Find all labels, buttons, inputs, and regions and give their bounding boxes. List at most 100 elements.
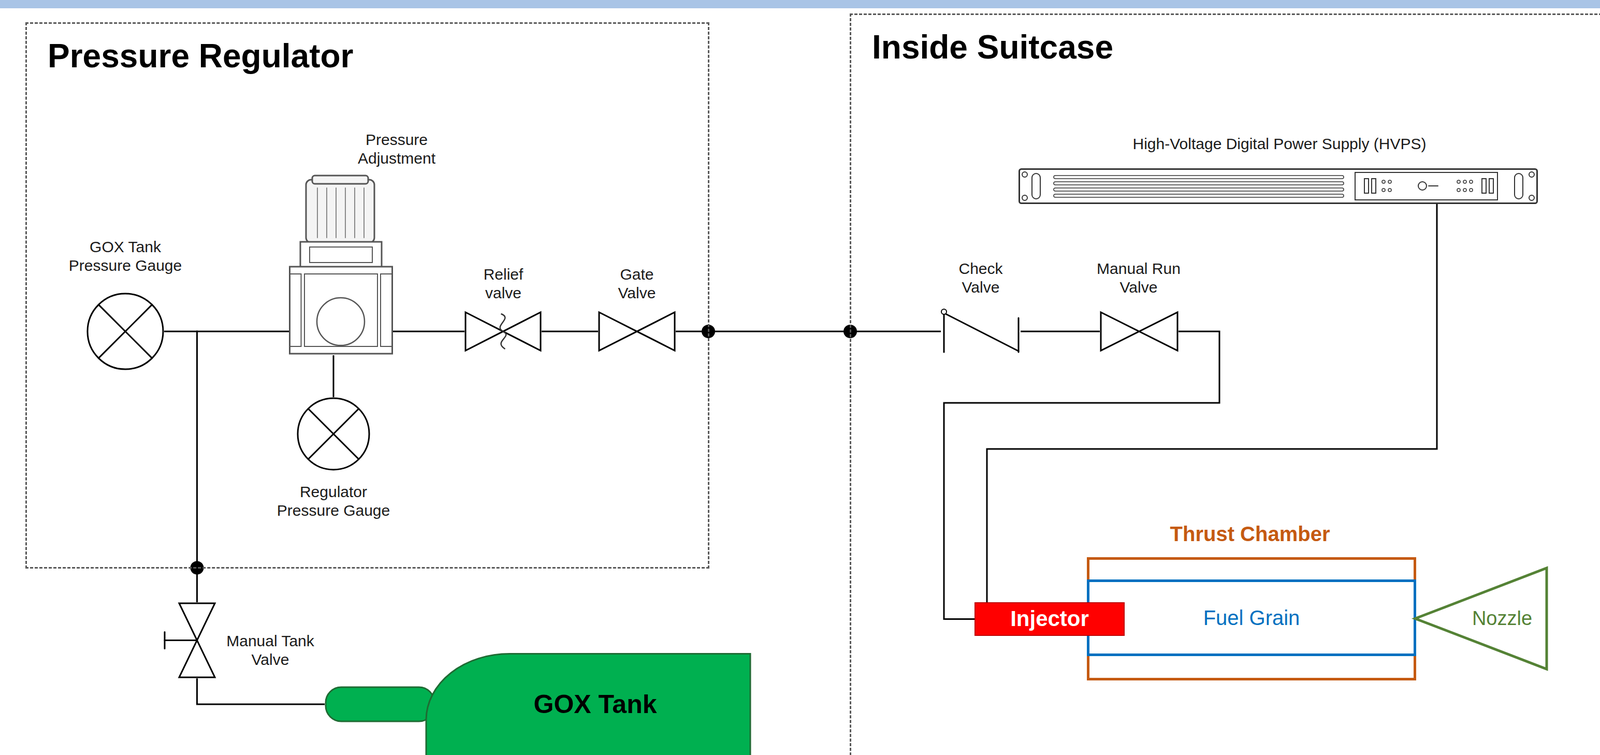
tank-neck	[325, 687, 435, 722]
pipe-line	[541, 330, 599, 333]
part-label: Gate Valve	[607, 265, 666, 303]
panel-indicator	[1489, 178, 1494, 194]
pipe-line	[1020, 330, 1100, 333]
relief-spring	[500, 313, 507, 349]
fuel-grain: Fuel Grain	[1086, 579, 1417, 657]
pipe-line	[164, 331, 198, 603]
knob-cap	[312, 175, 369, 184]
part-label: Relief valve	[474, 265, 533, 303]
pipe-line	[197, 678, 326, 705]
rack-screw	[1529, 195, 1535, 201]
knob-ridge	[316, 187, 318, 238]
panel-button	[1382, 188, 1386, 192]
part-name: GOX Tank	[533, 688, 657, 720]
regulator-body	[289, 266, 393, 354]
gauge-dial	[297, 398, 370, 470]
gate-valve-art	[598, 311, 676, 352]
region-title: Pressure Regulator	[47, 36, 354, 77]
panel-button	[1457, 188, 1461, 192]
part-label: Thrust Chamber	[1170, 521, 1331, 547]
rack-handle	[1514, 173, 1523, 199]
rack-screw	[1529, 171, 1535, 178]
panel-button	[1388, 180, 1392, 184]
pipe-line	[197, 331, 290, 603]
pressure-regulator-art	[288, 175, 394, 356]
part-label: GOX Tank Pressure Gauge	[64, 237, 187, 275]
pressure-gauge-art	[86, 292, 165, 371]
manual-tank-valve: Manual Tank Valve	[178, 602, 216, 679]
check-valve: Check Valve	[940, 307, 1021, 354]
part-label: High-Voltage Digital Power Supply (HVPS)	[1132, 134, 1427, 154]
nozzle-outline	[1415, 568, 1547, 669]
panel-button	[1457, 180, 1461, 184]
part-name: Injector	[1010, 605, 1089, 632]
part-name: Nozzle	[1472, 606, 1533, 631]
panel-button	[1382, 180, 1386, 184]
rack-panel	[1019, 169, 1538, 204]
part-label: Pressure Adjustment	[344, 130, 449, 168]
power-supply-art	[1018, 168, 1538, 205]
gox-tank: GOX Tank	[324, 652, 752, 755]
adjustment-knob	[306, 179, 375, 243]
top-band	[0, 0, 1600, 9]
rack-screw	[1022, 195, 1028, 201]
pressure-gauge: Regulator Pressure Gauge	[296, 397, 371, 471]
relief-valve: Relief valve	[464, 311, 542, 352]
gauge-dial	[87, 293, 164, 370]
bonnet-nut	[300, 241, 382, 268]
nozzle: Nozzle	[1413, 566, 1549, 671]
valve-handle	[164, 632, 166, 649]
valve-symbol	[1100, 312, 1178, 351]
knob-ridge	[344, 187, 346, 238]
pipe-line	[986, 204, 1437, 603]
pipe-line	[393, 330, 465, 333]
vent-slot	[1053, 175, 1344, 179]
vent-slot	[1053, 194, 1344, 198]
panel-button	[1469, 180, 1473, 184]
panel-indicator	[1481, 178, 1487, 194]
panel-knob	[1418, 181, 1427, 191]
bonnet-nut	[309, 246, 373, 263]
check-valve-art	[940, 307, 1021, 354]
part-name: Fuel Grain	[1203, 605, 1301, 631]
knob-ridge	[354, 187, 356, 238]
knob-ridge	[363, 187, 365, 238]
panel-button	[1469, 188, 1473, 192]
relief-valve-art	[464, 311, 542, 352]
pipe-line	[675, 330, 941, 333]
control-panel	[1355, 172, 1498, 200]
manual-tank-valve-art	[178, 602, 216, 679]
part-label: Regulator Pressure Gauge	[272, 482, 395, 520]
check-valve-seat	[1017, 317, 1020, 353]
panel-indicator	[1364, 178, 1369, 194]
gate-valve: Gate Valve	[598, 311, 676, 352]
pressure-regulator: Pressure Adjustment	[288, 175, 394, 356]
pressure-gauge-art	[296, 397, 371, 471]
check-valve-seat	[943, 314, 945, 353]
rack-screw	[1022, 171, 1028, 178]
power-supply: High-Voltage Digital Power Supply (HVPS)	[1018, 168, 1538, 205]
rack-handle	[1031, 173, 1041, 199]
regulator-port	[289, 273, 302, 347]
knob-ridge	[326, 187, 328, 238]
manual-run-valve-art	[1099, 311, 1179, 352]
part-label: Manual Run Valve	[1086, 259, 1191, 297]
regulator-port	[380, 273, 392, 347]
valve-handle	[164, 639, 198, 642]
injector-box: Injector	[974, 602, 1125, 636]
pressure-gauge: GOX Tank Pressure Gauge	[86, 292, 165, 371]
vent-slot	[1053, 181, 1344, 185]
vent-slot	[1053, 187, 1344, 192]
check-valve-flap	[945, 313, 1019, 352]
panel-switch	[1428, 185, 1438, 187]
panel-indicator	[1371, 178, 1376, 194]
check-valve-hinge	[941, 309, 947, 315]
part-label: Manual Tank Valve	[218, 631, 323, 669]
part-label: Check Valve	[946, 259, 1015, 297]
thrust-chamber: Thrust ChamberFuel Grain	[1086, 557, 1417, 681]
gauge-cross	[308, 408, 359, 460]
regulator-face	[304, 273, 378, 347]
gauge-cross	[98, 304, 152, 358]
manual-run-valve: Manual Run Valve	[1099, 311, 1179, 352]
